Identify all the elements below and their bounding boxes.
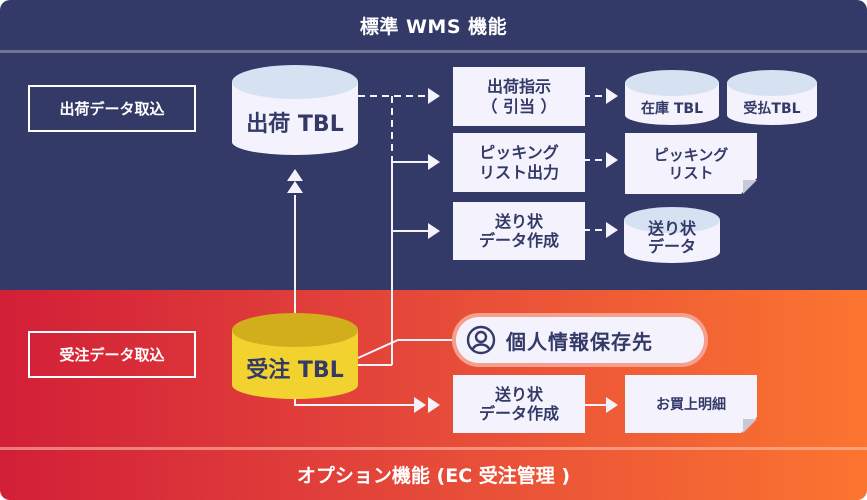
process-line: （ 引当 ） [481, 96, 557, 116]
receipt-tbl-cylinder [727, 70, 817, 125]
process-line: 送り状 [494, 211, 543, 231]
arrow-head [414, 397, 426, 413]
arrow-head [428, 223, 440, 239]
process-line: ピッキング [479, 143, 559, 163]
dashed-connector [358, 95, 606, 231]
purchase-detail-doc: お買上明細 [625, 375, 757, 433]
label-create-box-top: 送り状 データ作成 [453, 202, 585, 260]
shipping-tbl-cylinder [232, 65, 358, 155]
user-circle-icon [466, 325, 496, 355]
stock-tbl-label: 在庫 TBL [640, 100, 703, 117]
process-line: データ作成 [478, 231, 559, 250]
arrow-head [606, 397, 618, 413]
order-import-label: 受注データ取込 [28, 331, 196, 378]
doc-line: お買上明細 [656, 397, 726, 413]
arrow-head [428, 88, 440, 104]
doc-line: リスト [668, 163, 714, 182]
arrow-head [428, 154, 440, 170]
label-data-label: 送り状 データ [624, 213, 720, 263]
process-line: データ作成 [478, 404, 559, 423]
shipping-tbl-label: 出荷 TBL [246, 112, 344, 138]
option-section-title: オプション機能 (EC 受注管理 ) [296, 464, 571, 487]
arrow-head [287, 181, 303, 193]
label-create-box-bottom: 送り状 データ作成 [453, 375, 585, 433]
label-data-line: 送り状 [647, 218, 696, 238]
stock-tbl-cylinder [625, 70, 719, 125]
process-line: 出荷指示 [486, 77, 551, 97]
order-tbl-label: 受注 TBL [246, 358, 344, 384]
shipping-instruction-box: 出荷指示 （ 引当 ） [453, 67, 585, 126]
label-data-cylinder [624, 207, 720, 263]
personal-info-label: 個人情報保存先 [506, 329, 653, 354]
section-divider [0, 447, 867, 450]
picking-output-box: ピッキング リスト出力 [453, 133, 585, 192]
receipt-tbl-label: 受払TBL [743, 100, 801, 117]
arrow-head [606, 222, 618, 238]
arrow-head [287, 169, 303, 181]
doc-line: ピッキング [653, 145, 729, 164]
arrow-head [428, 397, 440, 413]
process-line: リスト出力 [478, 162, 559, 182]
arrow-head [606, 88, 618, 104]
picking-list-doc: ピッキング リスト [625, 133, 757, 194]
label-data-line: データ [647, 237, 696, 256]
personal-info-storage: 個人情報保存先 [452, 313, 708, 367]
standard-wms-title: 標準 WMS 機能 [359, 15, 508, 38]
order-tbl-cylinder [232, 313, 358, 399]
shipping-import-label: 出荷データ取込 [28, 85, 196, 132]
section-divider [0, 50, 867, 53]
process-line: 送り状 [494, 384, 543, 404]
arrow-head [606, 152, 618, 168]
